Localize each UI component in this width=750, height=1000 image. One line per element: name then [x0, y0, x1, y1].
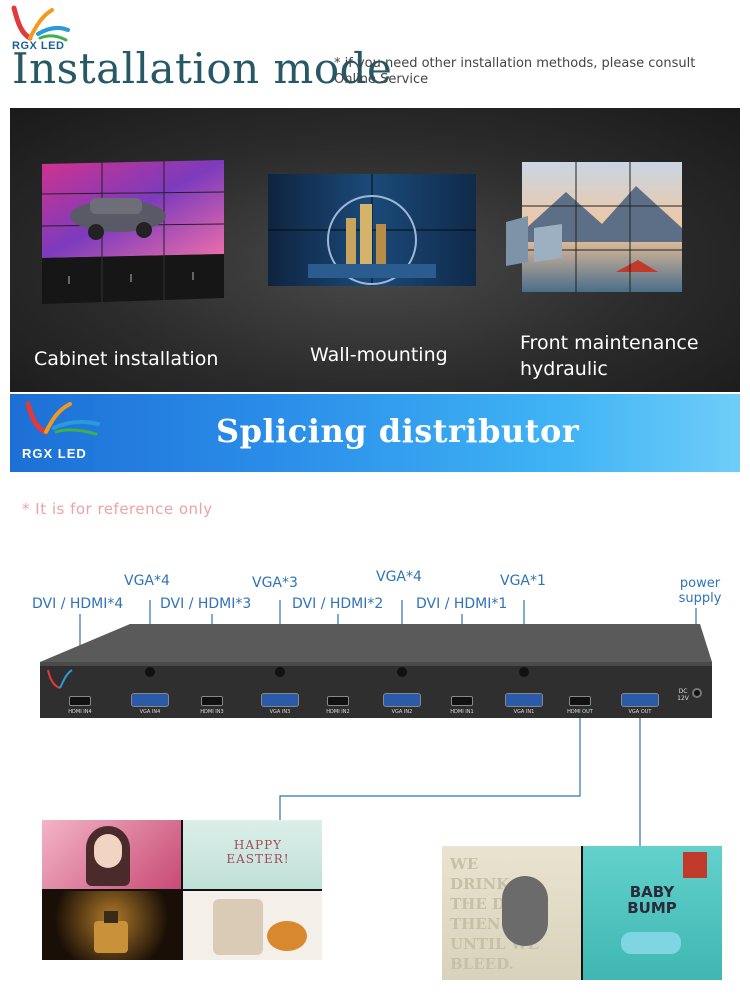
install-note: * if you need other installation methods…: [334, 56, 696, 87]
reference-note: * It is for reference only: [22, 500, 213, 518]
wall-mounting-label: Wall-mounting: [310, 344, 448, 366]
tile-food-image: [183, 891, 322, 960]
cabinet-installation-label: Cabinet installation: [34, 348, 219, 370]
banner-brand-name: RGX LED: [22, 446, 87, 461]
page-title: Installation mode: [12, 44, 393, 93]
baby-bump-text: BABY BUMP: [627, 883, 677, 917]
label-dvi-hdmi-1: DVI / HDMI*1: [416, 596, 508, 612]
rgx-logo-icon: [25, 401, 100, 436]
tile-poster-right-image: BABY BUMP: [583, 846, 722, 980]
label-vga-3: VGA*3: [252, 575, 298, 591]
hdmi-output-wall: HAPPY EASTER!: [42, 820, 322, 960]
tile-perfume-image: [42, 891, 181, 960]
front-maintenance-label: Front maintenance hydraulic: [520, 332, 699, 380]
dc-label: DC 12V: [677, 688, 689, 702]
rgx-logo-icon: [11, 5, 70, 42]
label-vga-1: VGA*1: [500, 573, 546, 589]
splicing-banner: RGX LED Splicing distributor: [10, 394, 740, 472]
tile-easter-image: HAPPY EASTER!: [183, 820, 322, 889]
wall-mounting-scene-image: [268, 174, 476, 286]
splicing-title: Splicing distributor: [216, 412, 580, 450]
front-maintenance-scene-image: [506, 162, 682, 292]
installation-panel: Cabinet installation Wall-mounting: [10, 108, 740, 392]
splicing-device-diagram: [40, 600, 712, 846]
label-dvi-hdmi-3: DVI / HDMI*3: [160, 596, 252, 612]
cabinet-scene-image: [41, 160, 225, 304]
brand-name: RGX LED: [12, 40, 65, 52]
label-dvi-hdmi-4: DVI / HDMI*4: [32, 596, 124, 612]
label-vga-4b: VGA*4: [376, 569, 422, 585]
tile-portrait-image: [42, 820, 181, 889]
label-power-supply: power supply: [678, 576, 722, 606]
label-dvi-hdmi-2: DVI / HDMI*2: [292, 596, 384, 612]
easter-text: HAPPY EASTER!: [226, 838, 290, 866]
label-vga-4a: VGA*4: [124, 573, 170, 589]
power-jack-icon: [692, 688, 702, 698]
tile-poster-left-image: WE DRINK THE DR... THEN UNTIL WE BLEED.: [442, 846, 581, 980]
vga-output-wall: WE DRINK THE DR... THEN UNTIL WE BLEED. …: [442, 846, 722, 980]
